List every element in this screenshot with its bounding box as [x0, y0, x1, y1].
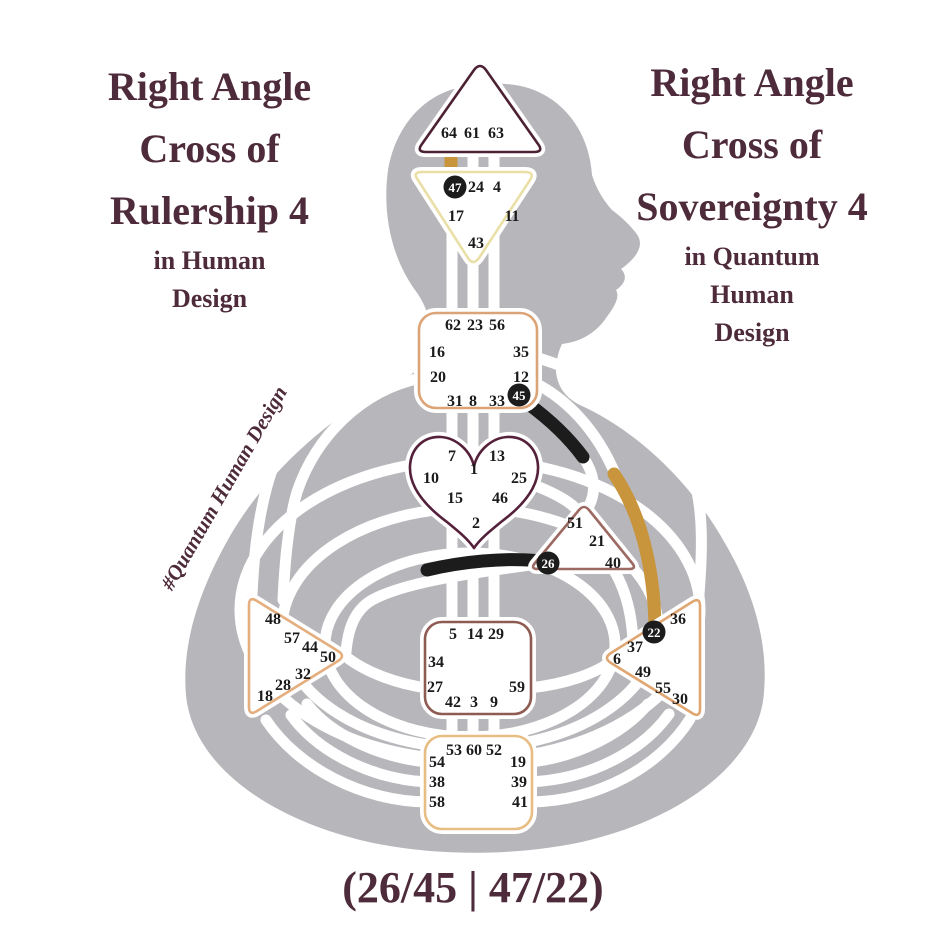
gate-32: 32	[295, 666, 311, 683]
activated-gate-47-badge	[443, 175, 467, 199]
g-center: 7 13 1 10 25 15 46 2	[405, 432, 543, 553]
gate-2: 2	[472, 515, 480, 532]
gate-9: 9	[490, 694, 498, 711]
activated-gate-26-badge	[536, 551, 560, 575]
gate-49: 49	[635, 664, 651, 681]
gate-51: 51	[567, 515, 583, 532]
gate-13: 13	[489, 448, 505, 465]
left-subtitle-line-1: in Human	[153, 246, 266, 275]
gate-23: 23	[467, 317, 483, 334]
gate-18: 18	[257, 688, 273, 705]
right-title-line-2: Cross of	[681, 122, 823, 167]
activated-gate-badges: 47 45 26 22	[443, 175, 666, 644]
gate-39: 39	[511, 774, 527, 791]
ajna-center: 24 4 17 11 43	[410, 167, 537, 267]
gate-58: 58	[429, 794, 445, 811]
sacral-center: 5 14 29 34 27 59 42 3 9	[420, 617, 536, 719]
gate-44: 44	[302, 639, 318, 656]
left-title-line-1: Right Angle	[107, 64, 312, 109]
activated-gate-45-label: 45	[513, 388, 527, 403]
right-subtitle-line-3: Design	[714, 318, 790, 347]
gate-64: 64	[441, 125, 457, 142]
gate-61: 61	[464, 125, 480, 142]
gate-21: 21	[589, 533, 605, 550]
gate-46: 46	[492, 490, 508, 507]
gate-11: 11	[504, 208, 519, 225]
gate-37: 37	[627, 639, 643, 656]
gate-54: 54	[429, 754, 445, 771]
right-title-line-1: Right Angle	[650, 60, 854, 105]
gate-17: 17	[448, 208, 464, 225]
right-title: Right Angle Cross of Sovereignty 4 in Qu…	[582, 52, 922, 352]
cross-notation: (26/45 | 47/22)	[342, 863, 604, 912]
gate-57: 57	[284, 630, 300, 647]
gate-63: 63	[488, 125, 504, 142]
gate-15: 15	[447, 490, 463, 507]
gate-56: 56	[489, 317, 505, 334]
gate-35: 35	[513, 344, 529, 361]
gate-52: 52	[486, 742, 502, 759]
gate-30: 30	[672, 691, 688, 708]
activated-gate-45-badge	[507, 383, 531, 407]
left-title-line-2: Cross of	[139, 126, 280, 171]
gate-12: 12	[513, 369, 529, 386]
right-subtitle-line-2: Human	[710, 280, 794, 309]
activation-gate-26-channel	[420, 553, 549, 577]
root-center: 53 60 52 54 19 38 39 58 41	[420, 731, 537, 834]
gate-31: 31	[447, 393, 463, 410]
spleen-center: 48 57 44 50 32 28 18	[244, 594, 347, 718]
ego-center: 51 21 40	[528, 502, 639, 574]
gate-19: 19	[510, 754, 526, 771]
gate-50: 50	[320, 649, 336, 666]
gate-55: 55	[655, 680, 671, 697]
activated-gate-47-label: 47	[449, 180, 463, 195]
activated-gate-26-label: 26	[542, 556, 556, 571]
gate-34: 34	[428, 654, 444, 671]
gate-43: 43	[468, 235, 484, 252]
left-title-line-3: Rulership 4	[110, 188, 309, 233]
gate-40: 40	[605, 555, 621, 572]
gate-24: 24	[468, 179, 484, 196]
gate-53: 53	[446, 742, 462, 759]
throat-center: 62 23 56 16 35 20 12 31 8 33	[414, 308, 542, 413]
gate-5: 5	[449, 626, 457, 643]
right-subtitle-line-1: in Quantum	[684, 242, 820, 271]
gate-41: 41	[512, 794, 528, 811]
solar-plexus-center: 36 37 6 49 55 30	[602, 595, 705, 720]
gate-25: 25	[511, 470, 527, 487]
gate-1: 1	[470, 461, 478, 478]
gate-60: 60	[466, 742, 482, 759]
gate-33: 33	[489, 393, 505, 410]
gate-28: 28	[275, 677, 291, 694]
gate-6: 6	[613, 651, 621, 668]
activated-gate-22-badge	[642, 620, 666, 644]
activation-gate-22-channel	[607, 467, 662, 633]
activated-gate-22-label: 22	[648, 625, 661, 640]
gate-62: 62	[445, 317, 461, 334]
gate-3: 3	[470, 694, 478, 711]
gate-20: 20	[430, 369, 446, 386]
gate-7: 7	[448, 448, 456, 465]
gate-4: 4	[493, 179, 501, 196]
left-subtitle-line-2: Design	[171, 284, 248, 313]
gate-48: 48	[265, 611, 281, 628]
gate-16: 16	[429, 344, 445, 361]
gate-10: 10	[423, 470, 439, 487]
gate-14: 14	[467, 626, 483, 643]
left-title: Right Angle Cross of Rulership 4 in Huma…	[52, 56, 367, 318]
gate-8: 8	[469, 393, 477, 410]
gate-27: 27	[427, 679, 443, 696]
gate-29: 29	[488, 626, 504, 643]
gate-36: 36	[670, 611, 686, 628]
gate-59: 59	[509, 679, 525, 696]
right-title-line-3: Sovereignty 4	[636, 184, 868, 229]
gate-38: 38	[429, 774, 445, 791]
gate-42: 42	[445, 694, 461, 711]
head-center: 64 61 63	[414, 61, 546, 157]
